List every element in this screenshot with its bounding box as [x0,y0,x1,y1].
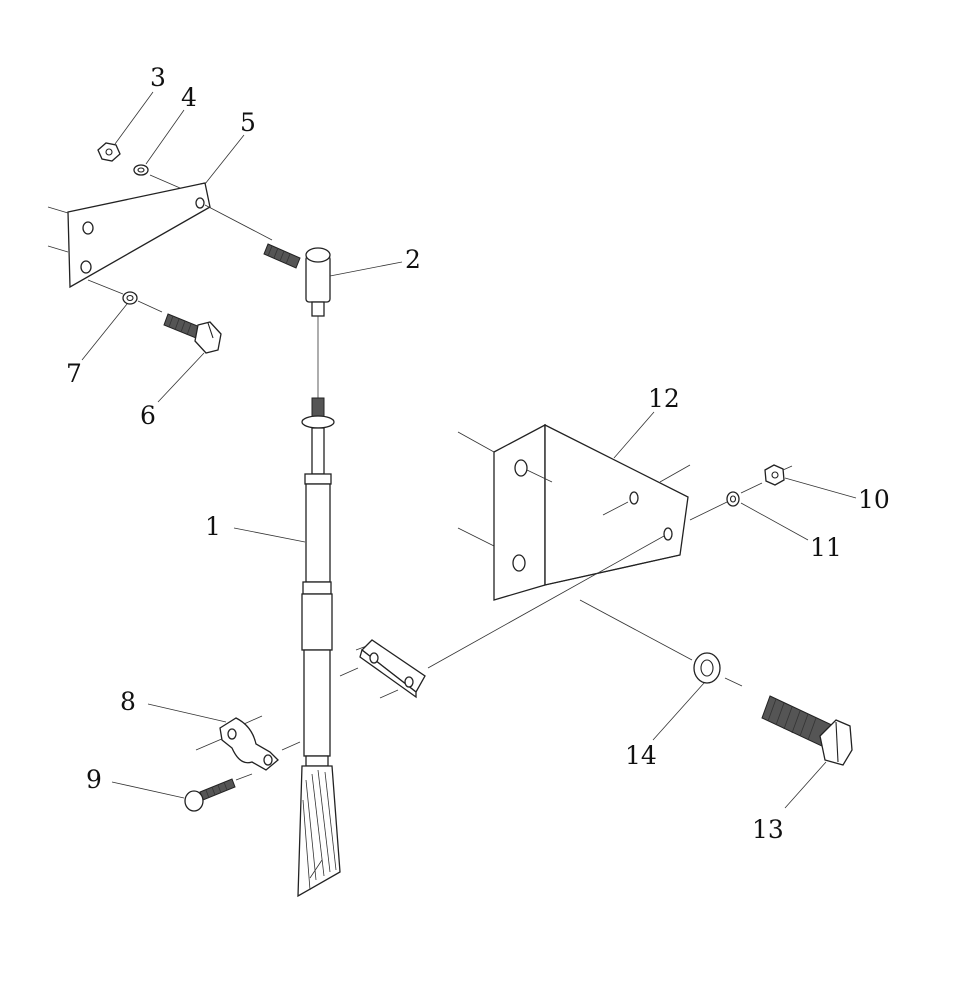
callout-8: 8 [120,687,136,716]
callout-12: 12 [648,384,680,413]
bolt-13 [761,695,853,766]
hex-nut-10 [764,464,793,486]
washer-11 [726,491,740,507]
callout-5: 5 [240,108,256,137]
hex-nut-3 [97,142,121,162]
callout-3: 3 [150,63,166,92]
callout-7: 7 [66,359,82,388]
threaded-pin [263,243,301,269]
callout-13: 13 [752,815,784,844]
leader-lines [81,91,857,809]
callout-10: 10 [858,485,890,514]
control-cable-1 [297,397,341,898]
washer-4 [133,164,149,176]
right-bracket [457,423,691,601]
clamp-plate [339,639,426,699]
callout-14: 14 [625,741,657,770]
callout-4: 4 [181,83,197,112]
rod-end-2 [305,247,331,398]
screw-9 [184,773,253,812]
upper-bracket [47,182,211,289]
washer-7 [122,291,138,305]
callout-1: 1 [205,512,221,541]
callout-2: 2 [405,245,421,274]
callout-9: 9 [86,765,102,794]
callout-6: 6 [140,401,156,430]
washer-14 [693,652,721,684]
callout-11: 11 [810,533,842,562]
callout-labels: 3 4 5 2 7 6 1 8 9 10 11 12 13 14 [66,63,890,844]
bolt-6 [163,313,222,354]
cable-clamp-8 [195,715,301,771]
